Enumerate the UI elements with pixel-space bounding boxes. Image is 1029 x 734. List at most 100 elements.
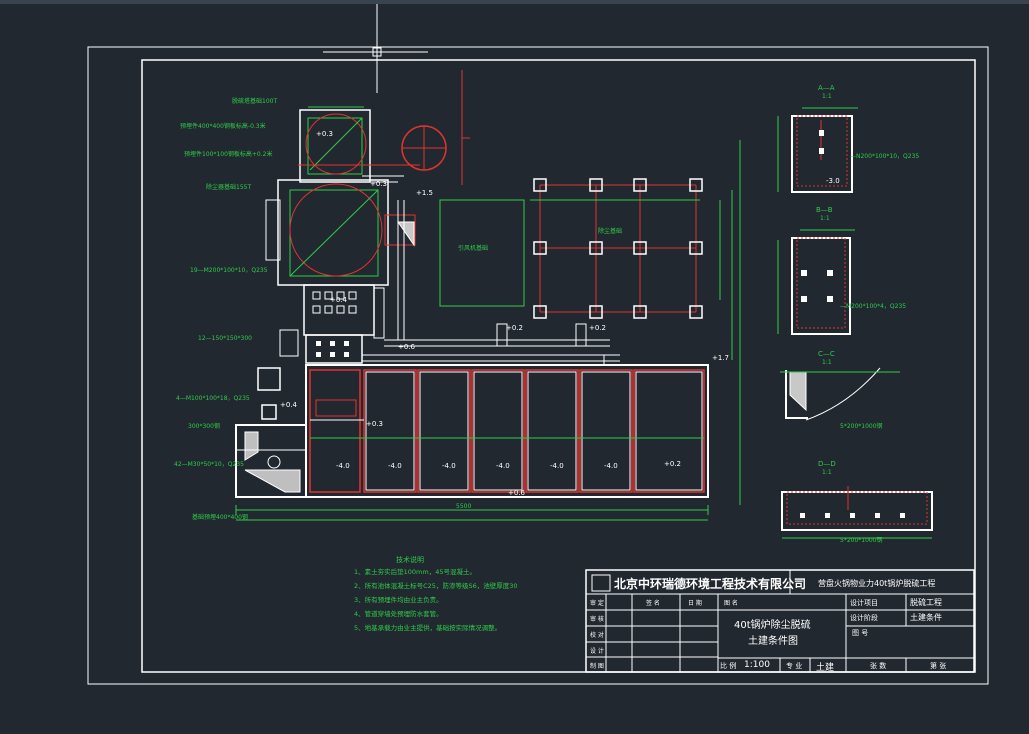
section-a bbox=[777, 107, 858, 193]
sheet-no-label: 图 号 bbox=[852, 629, 869, 637]
section-title: A—A bbox=[818, 84, 835, 92]
pool-outer-wall bbox=[305, 364, 709, 498]
section-c bbox=[780, 367, 900, 421]
reference-lines bbox=[298, 70, 470, 185]
top-toolbar-edge bbox=[0, 0, 1029, 4]
elevation-mark: +0.2 bbox=[589, 324, 606, 332]
sheet-inner-frame bbox=[141, 59, 976, 673]
elevation-mark: -4.0 bbox=[550, 462, 564, 470]
elevation-mark: -4.0 bbox=[388, 462, 402, 470]
elevation-mark: +1.7 bbox=[712, 354, 729, 362]
section-callout: —M200*100*4，Q235 bbox=[840, 303, 906, 310]
tower-circle bbox=[305, 113, 367, 175]
section-title: C—C bbox=[818, 350, 835, 358]
col-label-title: 图 名 bbox=[724, 600, 738, 607]
design-project-value: 脱硫工程 bbox=[910, 598, 942, 607]
elevation-mark: -4.0 bbox=[496, 462, 510, 470]
dust-collector-circle bbox=[289, 183, 383, 277]
design-stage-value: 土建条件 bbox=[910, 613, 942, 622]
section-callout: 5*200*1000钢 bbox=[840, 536, 883, 544]
sheet-outer-frame bbox=[87, 46, 989, 685]
plan-callout: 预埋件100*100钢板标高+0.2米 bbox=[184, 150, 272, 158]
grid-label: 除尘基础 bbox=[598, 227, 622, 235]
col-label-date: 日 期 bbox=[688, 600, 702, 607]
tower-diagonal bbox=[309, 117, 363, 171]
fan-foundation bbox=[439, 199, 525, 307]
elevation-mark: -4.0 bbox=[336, 462, 350, 470]
tower-foundation-outline bbox=[299, 109, 371, 183]
plan-callout: 预埋件400*400钢板标高-0.3米 bbox=[180, 122, 266, 130]
note-item: 1、素土夯实后垫100mm，45号混凝土。 bbox=[354, 567, 476, 576]
elevation-mark: +0.2 bbox=[506, 324, 523, 332]
elevation-mark: +1.5 bbox=[416, 189, 433, 197]
elevation-mark: +0.6 bbox=[508, 489, 526, 497]
elevation-mark: -3.0 bbox=[826, 177, 840, 185]
plan-callout: 300*300钢 bbox=[188, 422, 220, 430]
title-block-frame bbox=[585, 569, 975, 673]
plan-callout: 脱硫塔基础100T bbox=[232, 97, 277, 105]
scale-value: 1:100 bbox=[744, 660, 770, 670]
note-item: 2、所有池体混凝土标号C25，防渗等级S6，池壁厚度30 bbox=[354, 581, 517, 590]
elevation-mark: +0.4 bbox=[280, 401, 298, 409]
note-item: 3、所有预埋件均由业主负责。 bbox=[354, 595, 443, 604]
col-label-sign: 签 名 bbox=[646, 600, 660, 607]
elevation-mark: +0.3 bbox=[366, 420, 383, 428]
elevation-mark: +0.4 bbox=[330, 296, 348, 304]
elevation-mark: +0.6 bbox=[398, 343, 416, 351]
equipment-area bbox=[235, 109, 447, 498]
note-item: 4、管道穿墙处预埋防水套管。 bbox=[354, 609, 443, 618]
row-label-design: 设 计 bbox=[590, 648, 604, 655]
elevation-mark: +0.3 bbox=[316, 130, 333, 138]
column-grid bbox=[533, 178, 703, 319]
sheet-count-label: 张 数 bbox=[870, 662, 887, 670]
section-d bbox=[781, 486, 933, 539]
company-name: 北京中环瑞德环境工程技术有限公司 bbox=[614, 577, 807, 591]
section-b bbox=[777, 229, 855, 335]
plan-callout: 42—M30*50*10，Q235 bbox=[174, 461, 244, 468]
elevation-mark: +0.2 bbox=[664, 460, 681, 468]
section-labels: A—A1:1—N200*100*10，Q235B—B1:1—M200*100*4… bbox=[816, 84, 919, 544]
note-item: 5、地基承载力由业主提供，基础按实际情况调整。 bbox=[354, 623, 501, 632]
drawing-title-line2: 土建条件图 bbox=[748, 636, 798, 647]
plan-labels: +0.3 +0.3 +0.4 +0.4 +0.3 +0.2 +0.2 -4.0 -4.0 -4.0… bbox=[174, 97, 840, 521]
specialty-value: 土建 bbox=[816, 663, 835, 673]
elevation-mark: +0.3 bbox=[370, 180, 387, 188]
crosshair-cursor bbox=[323, 4, 428, 93]
section-title: B—B bbox=[816, 206, 833, 214]
specialty-label: 专 业 bbox=[786, 662, 803, 670]
row-label-draw: 制 图 bbox=[590, 663, 604, 670]
section-scale: 1:1 bbox=[822, 359, 832, 366]
row-label-check: 校 对 bbox=[590, 632, 604, 639]
project-name: 营盘火锅物业力40t锅炉脱硫工程 bbox=[818, 579, 936, 588]
section-callout: —N200*100*10，Q235 bbox=[850, 153, 919, 160]
technical-notes: 技术说明 1、素土夯实后垫100mm，45号混凝土。 2、所有池体混凝土标号C25，… bbox=[354, 555, 517, 632]
design-project-label: 设计项目 bbox=[850, 599, 878, 607]
scale-label: 比 例 bbox=[720, 662, 737, 670]
plan-callout: 4—M100*100*18，Q235 bbox=[176, 395, 250, 402]
settling-pools bbox=[305, 364, 709, 498]
plan-callout: 19—M200*100*10，Q235 bbox=[190, 267, 268, 274]
section-details bbox=[777, 107, 933, 539]
row-label-review: 审 核 bbox=[590, 616, 604, 623]
section-scale: 1:1 bbox=[822, 469, 832, 476]
plan-callout: 基础预埋400*400钢 bbox=[192, 513, 248, 521]
page-label: 第 张 bbox=[930, 662, 947, 670]
design-stage-label: 设计阶段 bbox=[850, 614, 878, 622]
drawing-title-line1: 40t锅炉除尘脱硫 bbox=[734, 620, 811, 631]
elevation-mark: -4.0 bbox=[604, 462, 618, 470]
notes-title: 技术说明 bbox=[396, 555, 424, 564]
section-scale: 1:1 bbox=[822, 93, 832, 100]
pipe-runs bbox=[362, 175, 620, 365]
section-callout: 5*200*1000钢 bbox=[840, 422, 883, 430]
elevation-mark: -4.0 bbox=[442, 462, 456, 470]
plan-callout: 除尘器基础155T bbox=[206, 183, 251, 191]
row-label-approve: 审 定 bbox=[590, 600, 604, 607]
fan-foundation-label: 引风机基础 bbox=[458, 244, 488, 252]
dimension-lines bbox=[235, 106, 741, 521]
section-scale: 1:1 bbox=[820, 215, 830, 222]
section-title: D—D bbox=[818, 460, 836, 468]
overall-dimension: 5500 bbox=[456, 503, 471, 510]
plan-callout: 12—150*150*300 bbox=[198, 335, 252, 342]
